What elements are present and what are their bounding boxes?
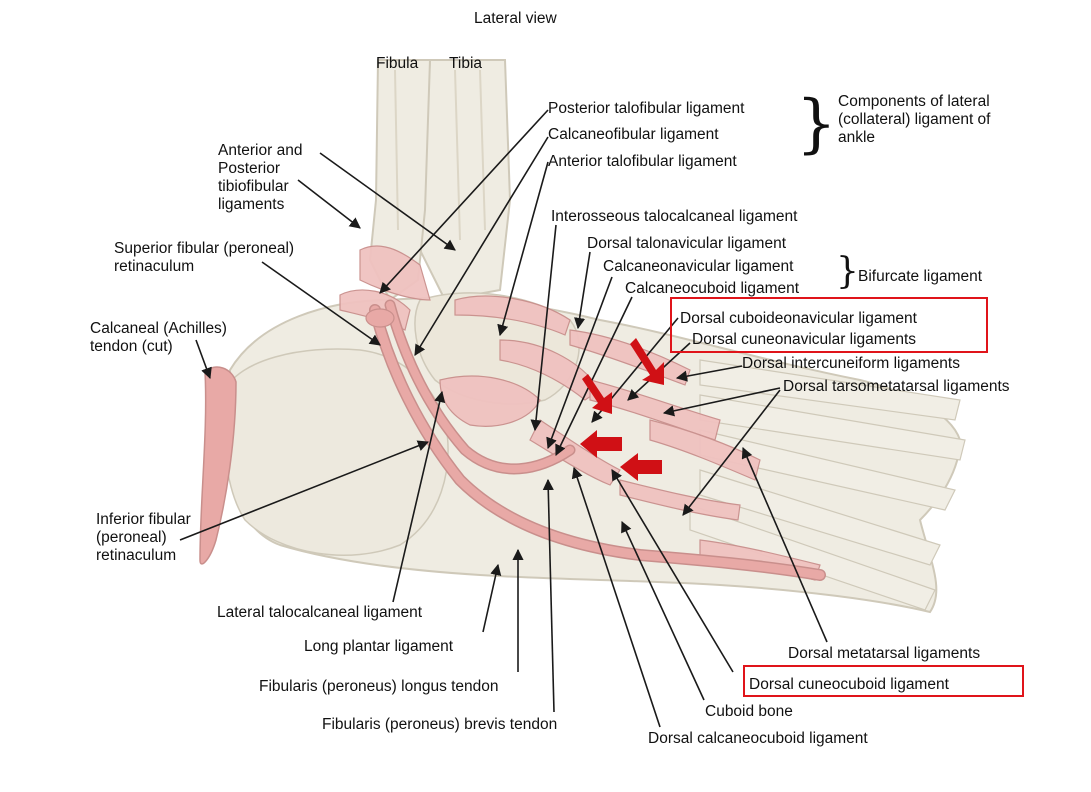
highlight-arrows <box>580 338 664 481</box>
label-dorsal-cuneonavicular: Dorsal cuneonavicular ligaments <box>692 331 917 348</box>
red-arrow-2 <box>582 374 612 414</box>
label-calcaneal-tendon: Calcaneal (Achilles) tendon (cut) <box>90 320 227 355</box>
fibula-label: Fibula <box>376 55 419 72</box>
label-brevis-tendon: Fibularis (peroneus) brevis tendon <box>322 716 558 733</box>
label-calcaneonavicular: Calcaneonavicular ligament <box>603 258 794 275</box>
red-arrow-3 <box>580 430 622 458</box>
bifurcate-brace: } <box>836 251 859 292</box>
figure-title: Lateral view <box>474 10 557 27</box>
lateral-brace: } <box>796 87 837 161</box>
leader-lines <box>179 109 828 728</box>
label-cuboid-bone: Cuboid bone <box>705 703 793 720</box>
label-lateral-components: Components of lateral (collateral) ligam… <box>838 93 991 146</box>
label-interosseous: Interosseous talocalcaneal ligament <box>551 208 798 225</box>
label-longus-tendon: Fibularis (peroneus) longus tendon <box>259 678 499 695</box>
label-calcaneofibular: Calcaneofibular ligament <box>548 126 719 143</box>
label-lateral-talocalcaneal: Lateral talocalcaneal ligament <box>217 604 423 621</box>
tibia-label: Tibia <box>449 55 483 72</box>
highlight-box-cuneocuboid <box>743 665 1024 697</box>
label-ant-talofibular: Anterior talofibular ligament <box>548 153 737 170</box>
label-dorsal-intercuneiform: Dorsal intercuneiform ligaments <box>742 355 960 372</box>
label-post-talofibular: Posterior talofibular ligament <box>548 100 745 117</box>
label-dorsal-cuboideonavicular: Dorsal cuboideonavicular ligament <box>680 310 917 327</box>
label-inf-retinaculum: Inferior fibular (peroneal) retinaculum <box>96 511 191 564</box>
label-long-plantar: Long plantar ligament <box>304 638 454 655</box>
tibia-bone <box>418 59 512 302</box>
label-tibiofibular: Anterior and Posterior tibiofibular liga… <box>218 142 303 213</box>
peroneal-tendons <box>365 299 826 581</box>
label-dorsal-cuneocuboid: Dorsal cuneocuboid ligament <box>749 676 949 693</box>
red-arrow-1 <box>630 338 664 385</box>
label-bifurcate: Bifurcate ligament <box>858 268 983 285</box>
label-dorsal-talonavicular: Dorsal talonavicular ligament <box>587 235 787 252</box>
label-dorsal-calcaneocuboid: Dorsal calcaneocuboid ligament <box>648 730 868 747</box>
label-dorsal-metatarsal: Dorsal metatarsal ligaments <box>788 645 981 662</box>
red-arrow-4 <box>620 453 662 481</box>
label-dorsal-tarsometatarsal: Dorsal tarsometatarsal ligaments <box>783 378 1010 395</box>
achilles-tendon <box>199 366 237 565</box>
label-sup-retinaculum: Superior fibular (peroneal) retinaculum <box>114 240 295 275</box>
label-calcaneocuboid: Calcaneocuboid ligament <box>625 280 800 297</box>
ligaments <box>339 245 821 581</box>
highlight-box-cuboideonavicular <box>670 297 988 353</box>
